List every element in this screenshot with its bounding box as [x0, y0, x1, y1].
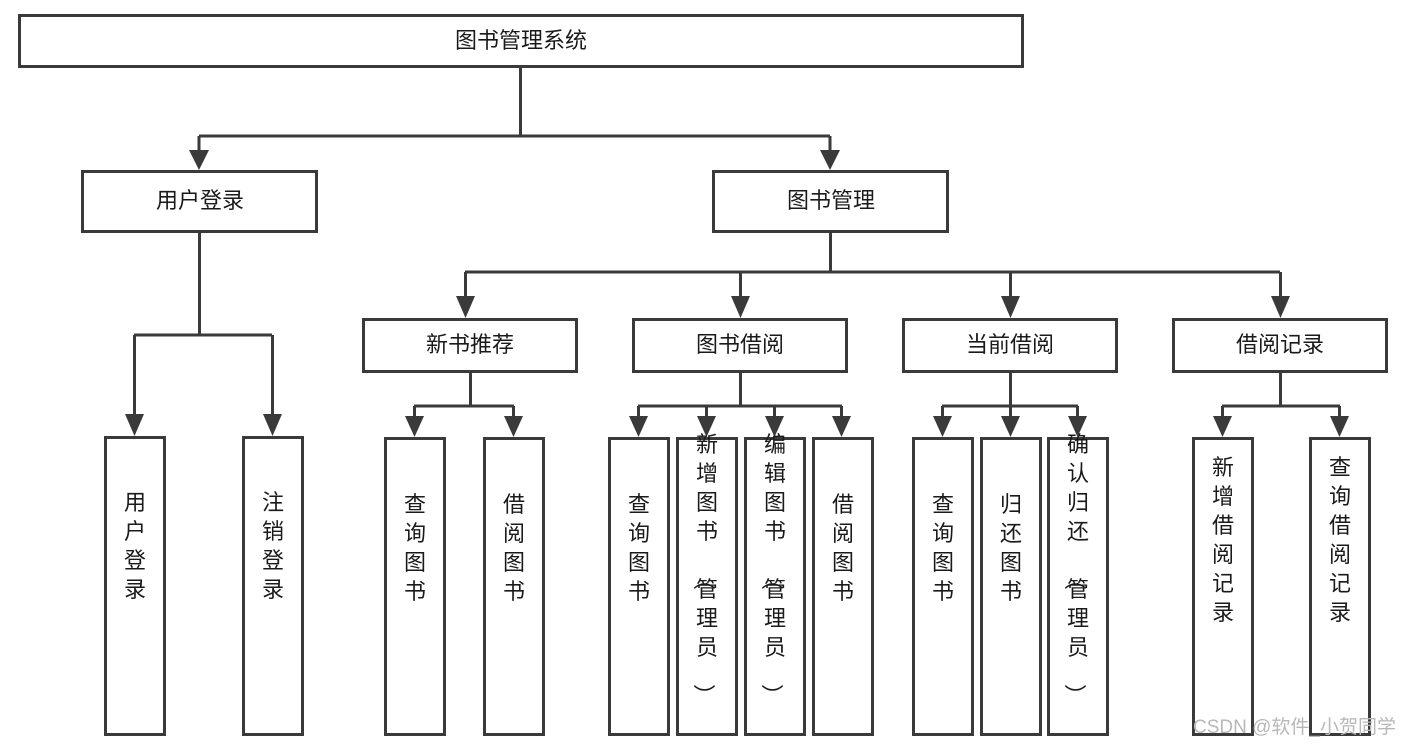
node-new-book-recommend-label: 新书推荐: [426, 332, 514, 357]
leaf-user-login-logout-label: 注销登录: [262, 490, 284, 602]
leaf-current-borrow-return-label: 归还图书: [1000, 492, 1022, 604]
arrow-book-borrow-leaf-4: [832, 416, 851, 437]
arrow-book-borrow-leaf-1: [629, 416, 648, 437]
arrow-borrow-record-leaf-1: [1213, 416, 1232, 437]
arrow-to-book-borrow: [731, 296, 750, 318]
node-user-login-box[interactable]: [81, 170, 318, 233]
arrow-to-new-book-recommend: [456, 296, 475, 318]
node-user-login-label: 用户登录: [156, 188, 244, 213]
node-root-box[interactable]: [18, 14, 1024, 68]
node-book-management[interactable]: 图书管理: [712, 170, 949, 233]
leaf-book-borrow-add[interactable]: 新增图书（管理员）: [676, 432, 738, 736]
leaf-book-borrow-query-box[interactable]: [608, 437, 670, 736]
connector-layer: [125, 67, 1349, 437]
leaf-book-borrow-add-label: 新增图书（管理员）: [691, 432, 718, 706]
node-borrow-record-label: 借阅记录: [1236, 332, 1324, 357]
leaf-user-login-login-box[interactable]: [104, 436, 166, 736]
leaf-current-borrow-query-box[interactable]: [912, 437, 974, 736]
leaf-user-login-login-label: 用户登录: [124, 490, 146, 602]
node-new-book-recommend[interactable]: 新书推荐: [362, 318, 578, 373]
leaf-book-borrow-query-label: 查询图书: [628, 492, 650, 604]
leaf-borrow-record-add-label: 新增借阅记录: [1212, 455, 1234, 625]
node-root-book-management-system[interactable]: 图书管理系统: [18, 14, 1024, 68]
arrow-new-book-leaf-1: [405, 416, 424, 437]
leaf-current-borrow-return-box[interactable]: [980, 437, 1042, 736]
arrow-to-borrow-record: [1271, 296, 1290, 318]
arrow-root-to-user-login: [189, 150, 209, 170]
leaf-book-borrow-add-box[interactable]: [676, 437, 738, 736]
leaf-borrow-record-query-box[interactable]: [1309, 437, 1371, 736]
leaf-new-book-borrow-box[interactable]: [483, 437, 545, 736]
leaf-book-borrow-borrow[interactable]: 借阅图书: [812, 437, 874, 736]
leaf-book-borrow-edit[interactable]: 编辑图书（管理员）: [744, 432, 806, 736]
node-book-borrow-label: 图书借阅: [696, 332, 784, 357]
node-current-borrow-box[interactable]: [902, 318, 1118, 373]
csdn-watermark: CSDN @软件_小贺同学: [1193, 716, 1396, 738]
leaf-current-borrow-query[interactable]: 查询图书: [912, 437, 974, 736]
arrow-book-borrow-leaf-3: [765, 416, 784, 437]
node-book-borrow[interactable]: 图书借阅: [632, 318, 848, 373]
node-new-book-recommend-box[interactable]: [362, 318, 578, 373]
leaf-book-borrow-query[interactable]: 查询图书: [608, 437, 670, 736]
leaf-book-borrow-borrow-box[interactable]: [812, 437, 874, 736]
leaf-new-book-borrow[interactable]: 借阅图书: [483, 437, 545, 736]
leaf-book-borrow-borrow-label: 借阅图书: [832, 492, 854, 604]
arrow-current-borrow-leaf-3: [1068, 416, 1087, 437]
leaf-current-borrow-return[interactable]: 归还图书: [980, 437, 1042, 736]
node-current-borrow[interactable]: 当前借阅: [902, 318, 1118, 373]
node-current-borrow-label: 当前借阅: [966, 332, 1054, 357]
leaf-new-book-query-label: 查询图书: [404, 492, 426, 604]
node-book-management-box[interactable]: [712, 170, 949, 233]
leaf-new-book-query-box[interactable]: [384, 437, 446, 736]
arrow-root-to-book-manage: [820, 150, 840, 170]
leaf-current-borrow-confirm[interactable]: 确认归还（管理员）: [1047, 432, 1109, 736]
leaf-user-login-logout[interactable]: 注销登录: [242, 436, 304, 736]
node-book-borrow-box[interactable]: [632, 318, 848, 373]
leaf-borrow-record-query-label: 查询借阅记录: [1329, 455, 1351, 625]
leaf-current-borrow-query-label: 查询图书: [932, 492, 954, 604]
leaf-borrow-record-add[interactable]: 新增借阅记录: [1192, 437, 1254, 736]
arrow-user-login-leaf-1: [125, 414, 144, 436]
leaf-user-login-logout-box[interactable]: [242, 436, 304, 736]
arrow-current-borrow-leaf-1: [933, 416, 952, 437]
arrow-book-borrow-leaf-2: [697, 416, 716, 437]
node-borrow-record-box[interactable]: [1172, 318, 1388, 373]
leaf-user-login-login[interactable]: 用户登录: [104, 436, 166, 736]
leaf-borrow-record-query[interactable]: 查询借阅记录: [1309, 437, 1371, 736]
node-user-login[interactable]: 用户登录: [81, 170, 318, 233]
leaf-new-book-borrow-label: 借阅图书: [503, 492, 525, 604]
arrow-user-login-leaf-2: [263, 414, 282, 436]
arrow-current-borrow-leaf-2: [1001, 416, 1020, 437]
node-book-management-label: 图书管理: [787, 188, 875, 213]
leaf-book-borrow-edit-label: 编辑图书（管理员）: [759, 432, 786, 706]
leaf-borrow-record-add-box[interactable]: [1192, 437, 1254, 736]
leaf-current-borrow-confirm-label: 确认归还（管理员）: [1062, 432, 1089, 706]
arrow-new-book-leaf-2: [504, 416, 523, 437]
node-root-label: 图书管理系统: [455, 28, 587, 53]
node-borrow-record[interactable]: 借阅记录: [1172, 318, 1388, 373]
arrow-borrow-record-leaf-2: [1330, 416, 1349, 437]
leaf-current-borrow-confirm-box[interactable]: [1047, 437, 1109, 736]
leaf-book-borrow-edit-box[interactable]: [744, 437, 806, 736]
leaf-new-book-query[interactable]: 查询图书: [384, 437, 446, 736]
arrow-to-current-borrow: [1001, 296, 1020, 318]
